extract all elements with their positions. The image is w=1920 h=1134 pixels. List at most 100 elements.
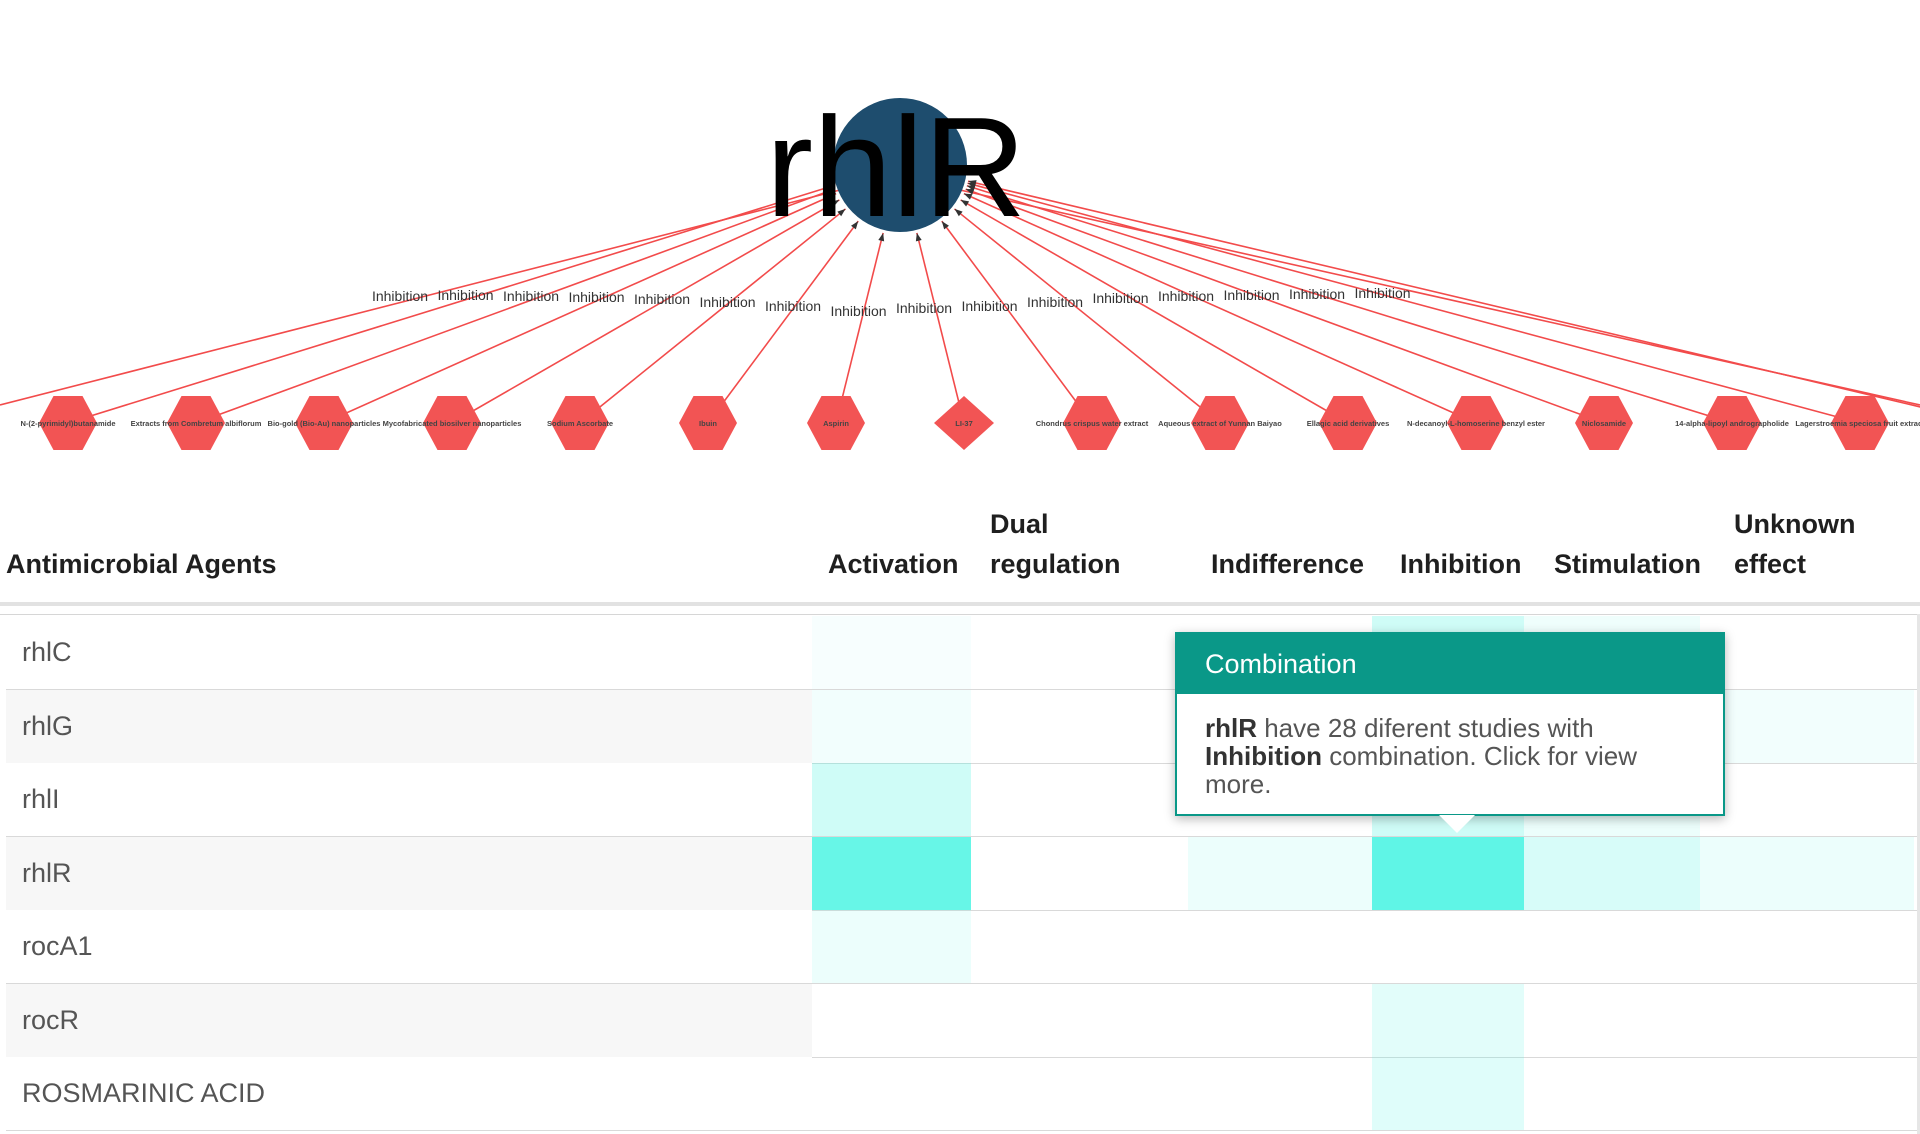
heatmap-cell[interactable] [812,836,971,910]
heatmap-cell[interactable] [1700,616,1914,689]
hexagon-node[interactable] [807,396,865,450]
center-node[interactable]: rhlR [766,88,1026,247]
graph-node[interactable]: Bio-gold (Bio-Au) nanoparticles [268,396,381,450]
hexagon-node[interactable] [1703,396,1761,450]
row-label: rocR [22,1004,80,1035]
hexagon-node[interactable] [1575,396,1633,450]
heatmap-cell[interactable] [812,689,971,763]
header-inhibition[interactable]: Inhibition [1400,549,1522,579]
graph-node[interactable]: Niclosamide [1575,396,1633,450]
row-label: rhlR [22,857,72,888]
graph-nodes[interactable]: N-(2-pyrimidyl)butanamide Extracts from C… [20,396,1920,450]
heatmap-cell[interactable] [1524,984,1700,1057]
table-right-border [1917,614,1920,1134]
table-row[interactable]: rocA1 [6,910,1920,984]
heatmap-cell[interactable] [1188,836,1372,910]
heatmap-cell[interactable] [1700,836,1914,910]
graph-node-label: Sodium Ascorbate [547,419,613,428]
edge-arrowhead [963,193,973,200]
tooltip-title: Combination [1177,634,1723,694]
graph-node[interactable]: Extracts from Combretum albiflorum [131,396,262,450]
hexagon-node[interactable] [1063,396,1121,450]
row-label-cell[interactable]: rhlC [6,616,812,689]
graph-node[interactable]: Chondrus crispus water extract [1036,396,1149,450]
graph-node[interactable]: LI-37 [934,396,994,450]
heatmap-cell[interactable] [1700,984,1914,1057]
row-label-cell[interactable]: rhlG [6,689,812,763]
row-label: rhlI [22,784,60,814]
hexagon-node[interactable] [39,396,97,450]
graph-edges [0,180,1920,424]
heatmap-cell[interactable] [971,837,1188,910]
heatmap-cell[interactable] [1188,1057,1372,1130]
graph-node-label: 14-alpha-lipoyl andrographolide [1675,419,1789,428]
graph-node-label: Niclosamide [1582,419,1626,428]
graph-node[interactable]: Ibuin [679,396,737,450]
heatmap-cell[interactable] [1372,1057,1524,1130]
graph-node[interactable]: Mycofabricated biosilver nanoparticles [383,396,522,450]
header-stimulation[interactable]: Stimulation [1554,549,1701,579]
hexagon-node[interactable] [423,396,481,450]
row-label-cell[interactable]: rocR [6,983,812,1057]
header-dual-regulation[interactable]: Dual regulation [990,509,1121,579]
combination-tooltip[interactable]: Combination rhlR have 28 diferent studie… [1175,632,1725,833]
heatmap-cell[interactable] [1188,910,1372,983]
heatmap-cell[interactable] [812,763,971,836]
graph-edge [835,232,884,424]
hexagon-node[interactable] [1831,396,1889,450]
hexagon-node[interactable] [1191,396,1249,450]
heatmap-cell[interactable] [812,1057,971,1130]
heatmap-cell[interactable] [1372,836,1524,910]
center-node-circle[interactable] [833,98,967,232]
graph-node[interactable]: N-decanoyl-L-homoserine benzyl ester [1407,396,1545,450]
row-label-cell[interactable]: ROSMARINIC ACID [6,1057,812,1130]
graph-node[interactable]: 14-alpha-lipoyl andrographolide [1675,396,1789,450]
diamond-node[interactable] [934,396,994,450]
heatmap-cell[interactable] [1188,984,1372,1057]
graph-node[interactable]: Ellagic acid derivatives [1307,396,1390,450]
heatmap-cell[interactable] [812,616,971,689]
row-label-cell[interactable]: rhlR [6,836,812,910]
heatmap-cell[interactable] [971,690,1188,763]
heatmap-cell[interactable] [971,984,1188,1057]
heatmap-cell[interactable] [1524,910,1700,983]
heatmap-cell[interactable] [1700,910,1914,983]
graph-edge [967,180,1920,408]
heatmap-cell[interactable] [1700,763,1914,836]
hexagon-node[interactable] [1319,396,1377,450]
heatmap-cell[interactable] [1372,910,1524,983]
table-row[interactable]: rocR [6,983,1920,1058]
table-row[interactable]: ROSMARINIC ACID [6,1057,1920,1131]
heatmap-cell[interactable] [1700,1057,1914,1130]
hexagon-node[interactable] [167,396,225,450]
heatmap-cell[interactable] [812,984,971,1057]
table-row[interactable]: rhlR [6,836,1920,911]
hexagon-node[interactable] [295,396,353,450]
graph-node[interactable]: Lagerstroemia speciosa fruit extract [1795,396,1920,450]
graph-edge [960,199,1349,424]
header-activation[interactable]: Activation [828,549,959,579]
header-unknown-effect[interactable]: Unknown effect [1734,509,1856,579]
heatmap-cell[interactable] [1524,836,1700,910]
heatmap-cell[interactable] [1524,1057,1700,1130]
header-indifference[interactable]: Indifference [1211,549,1365,579]
graph-node-label: LI-37 [955,419,973,428]
header-agents[interactable]: Antimicrobial Agents [6,549,277,579]
graph-node[interactable]: Aspirin [807,396,865,450]
graph-node[interactable]: N-(2-pyrimidyl)butanamide [20,396,116,450]
heatmap-cell[interactable] [971,763,1188,836]
hexagon-node[interactable] [1447,396,1505,450]
row-label-cell[interactable]: rhlI [6,763,812,836]
graph-node[interactable]: Sodium Ascorbate [547,396,613,450]
heatmap-cell[interactable] [971,910,1188,983]
heatmap-cell[interactable] [1372,983,1524,1057]
heatmap-cell[interactable] [971,1057,1188,1130]
row-label-cell[interactable]: rocA1 [6,910,812,983]
graph-node[interactable]: Aqueous extract of Yunnan Baiyao [1158,396,1282,450]
heatmap-cell[interactable] [812,910,971,983]
hexagon-node[interactable] [679,396,737,450]
heatmap-cell[interactable] [971,616,1188,689]
heatmap-cell[interactable] [1700,689,1914,763]
hexagon-node[interactable] [551,396,609,450]
